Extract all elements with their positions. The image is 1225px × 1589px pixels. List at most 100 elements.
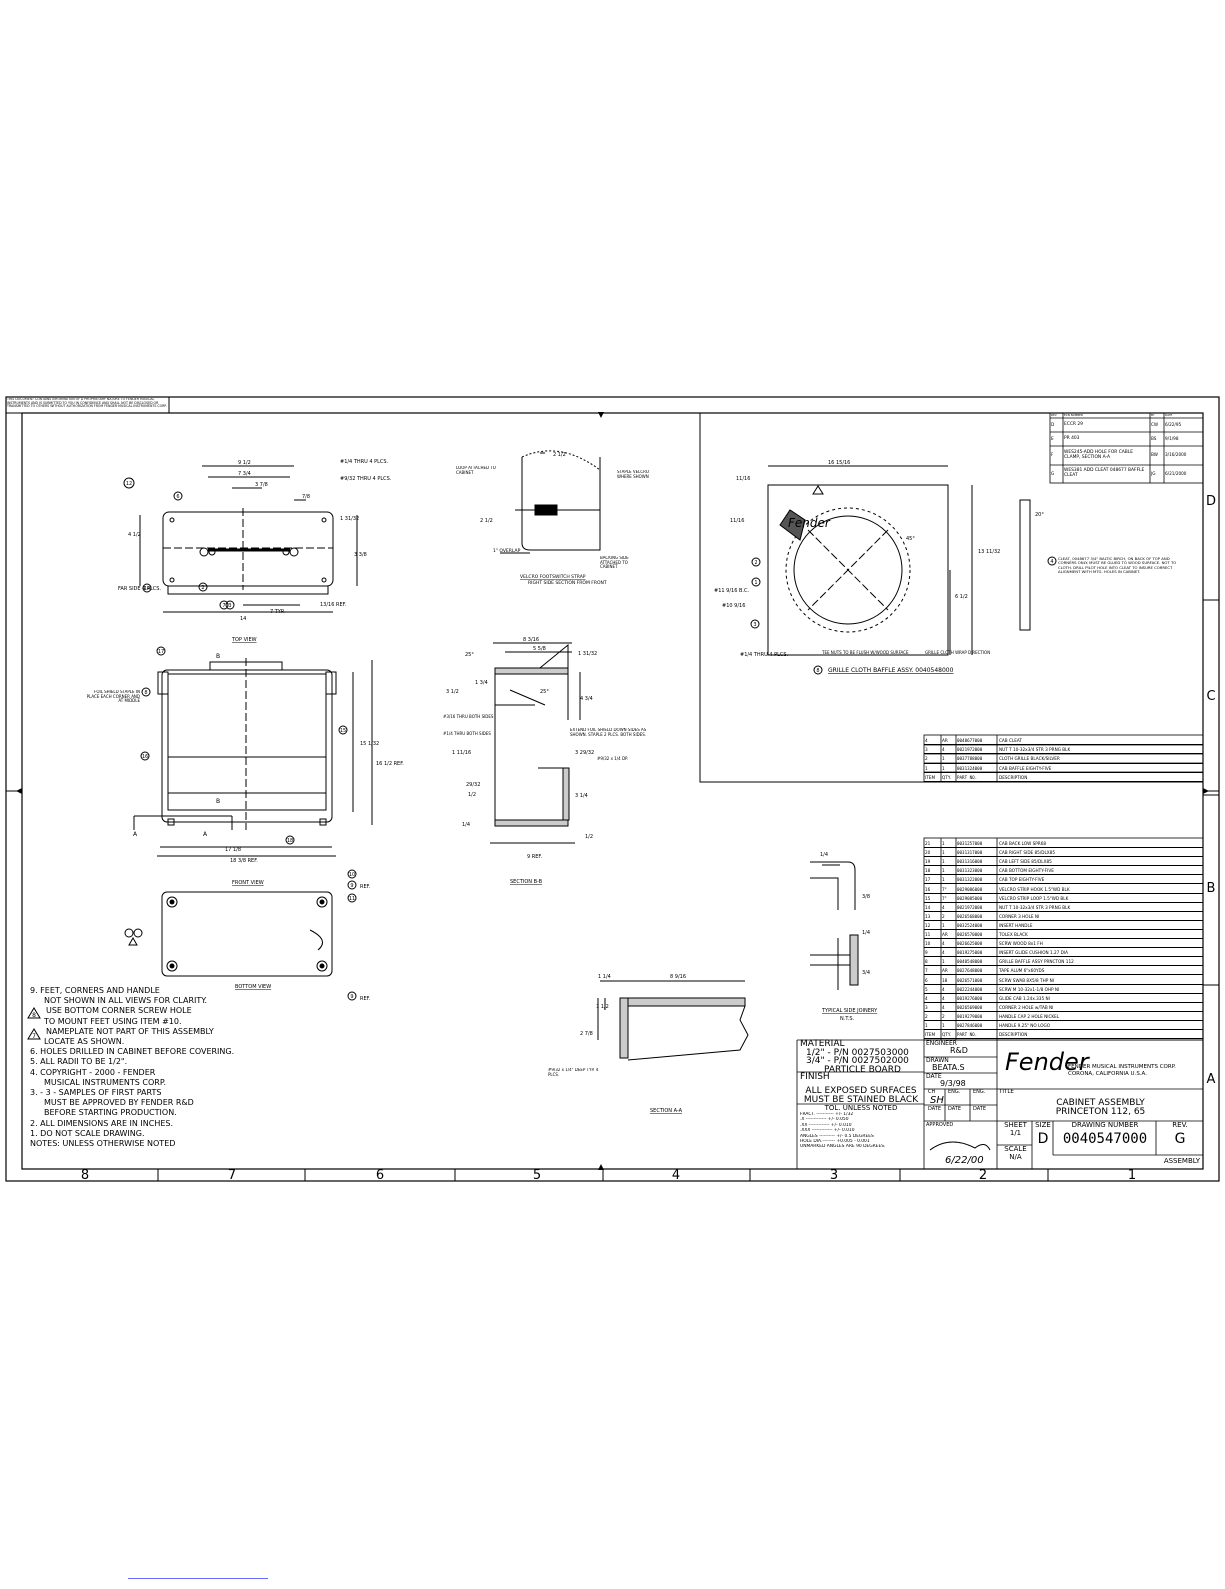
finish-line: MUST BE STAINED BLACK xyxy=(803,1095,919,1105)
column-header: ITEM xyxy=(925,1032,936,1038)
item-balloon: 17 xyxy=(158,649,164,655)
table-cell: 12 xyxy=(925,922,931,928)
top-view-balloons: 12 6 2 3 7 14 xyxy=(123,477,235,610)
check-label: ENG. xyxy=(948,1089,961,1095)
table-cell: 2 xyxy=(925,756,928,762)
finish-line: ALL EXPOSED SURFACES xyxy=(805,1085,917,1096)
dimension-label: 7 TYP. xyxy=(270,609,285,615)
table-cell: AR xyxy=(942,738,948,743)
dimension-label: 11/16 xyxy=(736,476,750,482)
date-label: DATE xyxy=(973,1106,987,1112)
date-label: DATE xyxy=(948,1106,962,1112)
material-line: 3/4" - P/N 0027502000 xyxy=(806,1056,909,1066)
dimension-label: 1 1/2 xyxy=(596,1004,609,1010)
table-cell: 0026625000 xyxy=(957,941,983,947)
flag-number: 8 xyxy=(32,1012,36,1019)
flag-triangle-icon xyxy=(27,1007,41,1019)
rev-label: REV. xyxy=(1172,1121,1188,1129)
item-balloon: 14 xyxy=(144,586,150,592)
zone-col-label: 6 xyxy=(376,1168,384,1183)
view-title: TYPICAL SIDE JOINERY xyxy=(821,1008,878,1014)
table-cell: 9/1/98 xyxy=(1165,435,1179,441)
tolerance-line: UNMARKED ANGLES ARE 90 DEGREES. xyxy=(800,1144,886,1150)
dimension-label: 25° xyxy=(540,689,549,695)
table-cell: CAB BOTTOM EIGHTY-FIVE xyxy=(999,868,1054,874)
callout-note: #9/32 x 1/4" DEEP TYP. 4 PLCS. xyxy=(548,1068,599,1077)
callout-note: #1/4 THRU 4 PLCS. xyxy=(740,652,789,658)
sheet-label: SHEET xyxy=(1004,1121,1027,1129)
item-balloon: 3 xyxy=(753,622,756,628)
date-cell: DATE 9/3/98 xyxy=(926,1073,996,1088)
table-cell: CAB TOP EIGHTY-FIVE xyxy=(999,877,1045,883)
table-cell: 0048677000 xyxy=(957,738,983,743)
approval-signature xyxy=(929,1141,991,1151)
note-line: 4. COPYRIGHT - 2000 - FENDER xyxy=(30,1067,156,1077)
finish-block: FINISH ALL EXPOSED SURFACES MUST BE STAI… xyxy=(800,1072,922,1106)
table-cell: VELCRO STRIP LOOP 1.5"WD BLK xyxy=(999,895,1069,901)
table-cell: 1 xyxy=(942,859,945,865)
item-balloon: 2 xyxy=(754,560,757,566)
table-cell: CORNER 3 HOLE NI xyxy=(999,913,1040,919)
table-cell: 4 xyxy=(942,1004,945,1010)
item-balloon: 3 xyxy=(228,603,231,609)
view-title: GRILLE CLOTH BAFFLE ASSY. 0040548000 xyxy=(828,667,954,674)
centering-marks xyxy=(6,412,1219,1170)
drawn-value: BEATA.S xyxy=(932,1063,965,1072)
approved-label: APPROVED xyxy=(926,1122,954,1128)
fender-logo: Fender xyxy=(788,516,831,530)
front-view xyxy=(133,658,373,857)
fender-logo-titleblock: Fender xyxy=(1005,1048,1091,1076)
dimension-label: 11/16 xyxy=(730,518,744,524)
zone-row-label: D xyxy=(1206,494,1216,509)
dimension-label: 1" OVERLAP xyxy=(493,548,521,554)
finish-label: FINISH xyxy=(800,1072,830,1082)
item-balloon: 15 xyxy=(340,728,346,734)
item-balloon: 7 xyxy=(222,603,225,609)
zone-labels-rows: D C B A xyxy=(1206,494,1216,1087)
scale-label: SCALE xyxy=(1004,1145,1027,1153)
item-balloon: 4 xyxy=(1050,559,1053,565)
check-label: CH xyxy=(928,1089,936,1095)
table-cell: 0029085000 xyxy=(957,895,983,901)
table-cell: F xyxy=(1051,452,1054,458)
table-cell: 1 xyxy=(942,1023,945,1028)
drawing-number-value: 0040547000 xyxy=(1062,1131,1148,1147)
zone-col-label: 7 xyxy=(228,1168,236,1183)
top-view xyxy=(139,465,358,613)
column-header: QTY. xyxy=(942,1032,951,1038)
joinery-view xyxy=(810,861,859,990)
table-cell: 7 xyxy=(925,968,928,974)
table-cell: CORNER 2 HOLE w/TAB NI xyxy=(999,1004,1054,1010)
baffle-panel xyxy=(699,412,1204,783)
dimension-label: 8 3/16 xyxy=(523,637,539,643)
zone-row-label: C xyxy=(1206,689,1215,704)
table-cell: 0031317000 xyxy=(957,850,983,856)
table-cell: SCRW M 10-32x1-1/8 OHP NI xyxy=(999,986,1060,992)
baffle-balloons: 8 2 1 3 4 xyxy=(750,485,1057,675)
footer-link-underline[interactable] xyxy=(128,1578,268,1579)
callout-note: REF. xyxy=(360,996,371,1002)
note-line: 1. DO NOT SCALE DRAWING. xyxy=(30,1128,145,1138)
tolerance-line: .XX ------------- +/- 0.010 xyxy=(800,1122,852,1128)
view-title: FRONT VIEW xyxy=(232,880,264,886)
dimension-label: 2 1/2 xyxy=(480,518,493,524)
proprietary-notice-text: THIS DOCUMENT CONTAINS INFORMATION OF A … xyxy=(7,398,167,409)
item-balloon: 9 xyxy=(350,883,353,889)
sheet-value: 1/1 xyxy=(1009,1129,1022,1137)
view-title: SECTION A-A xyxy=(650,1108,683,1114)
bottom-view-text: BOTTOM VIEW REF. REF. xyxy=(235,884,371,1002)
callout-note: FOIL SHIELD STAPLE IN PLACE EACH CORNER … xyxy=(86,690,140,704)
table-cell: 8 xyxy=(925,959,928,965)
drawing-number-label: DRAWING NUMBER xyxy=(1071,1121,1139,1129)
note-line: MUST BE APPROVED BY FENDER R&D xyxy=(44,1098,194,1108)
zone-col-label: 4 xyxy=(672,1168,680,1183)
